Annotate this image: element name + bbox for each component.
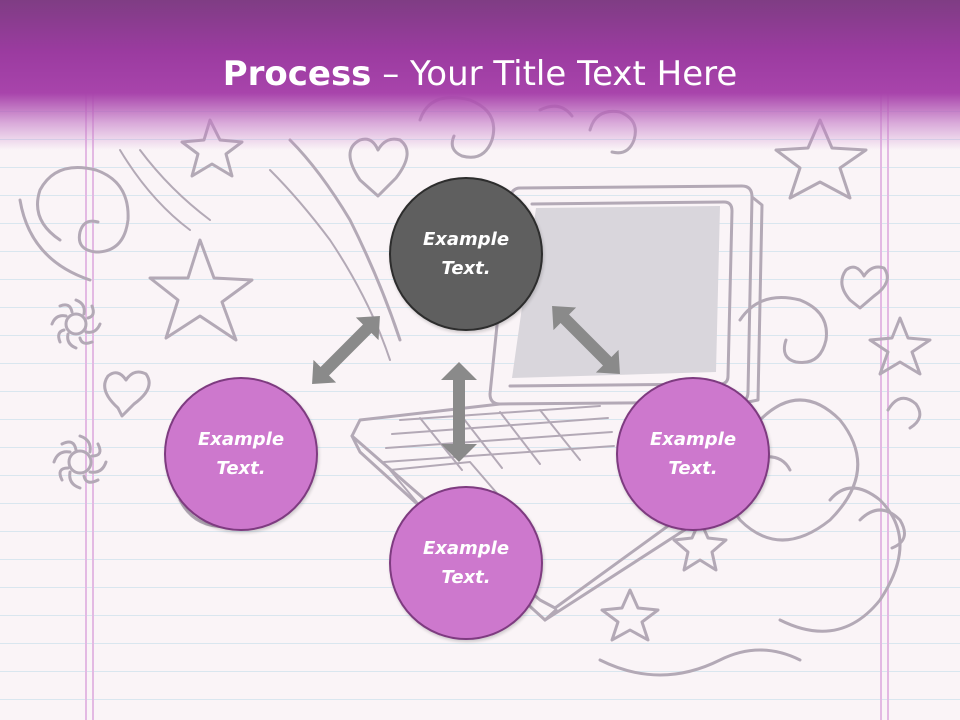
node-bottom-line2: Text. <box>441 567 491 588</box>
left-margin-line-2 <box>92 0 94 720</box>
star-doodle <box>148 238 254 342</box>
node-right-line2: Text. <box>668 458 718 479</box>
node-top-line1: Example <box>422 229 510 250</box>
right-margin-line <box>880 0 882 720</box>
node-bottom-line1: Example <box>422 538 510 559</box>
slide-title: Process – Your Title Text Here <box>0 50 960 98</box>
title-rest: – Your Title Text Here <box>371 54 738 94</box>
title-header-band <box>0 0 960 150</box>
arrow-top-right <box>552 306 620 374</box>
node-left-line1: Example <box>197 429 285 450</box>
arrow-vertical <box>441 362 477 462</box>
node-top-line2: Text. <box>441 258 491 279</box>
left-margin-line <box>85 0 87 720</box>
node-left-line2: Text. <box>216 458 266 479</box>
node-right-line1: Example <box>649 429 737 450</box>
right-margin-line-2 <box>887 0 889 720</box>
title-strong: Process <box>222 54 372 94</box>
arrow-top-left <box>312 316 380 384</box>
